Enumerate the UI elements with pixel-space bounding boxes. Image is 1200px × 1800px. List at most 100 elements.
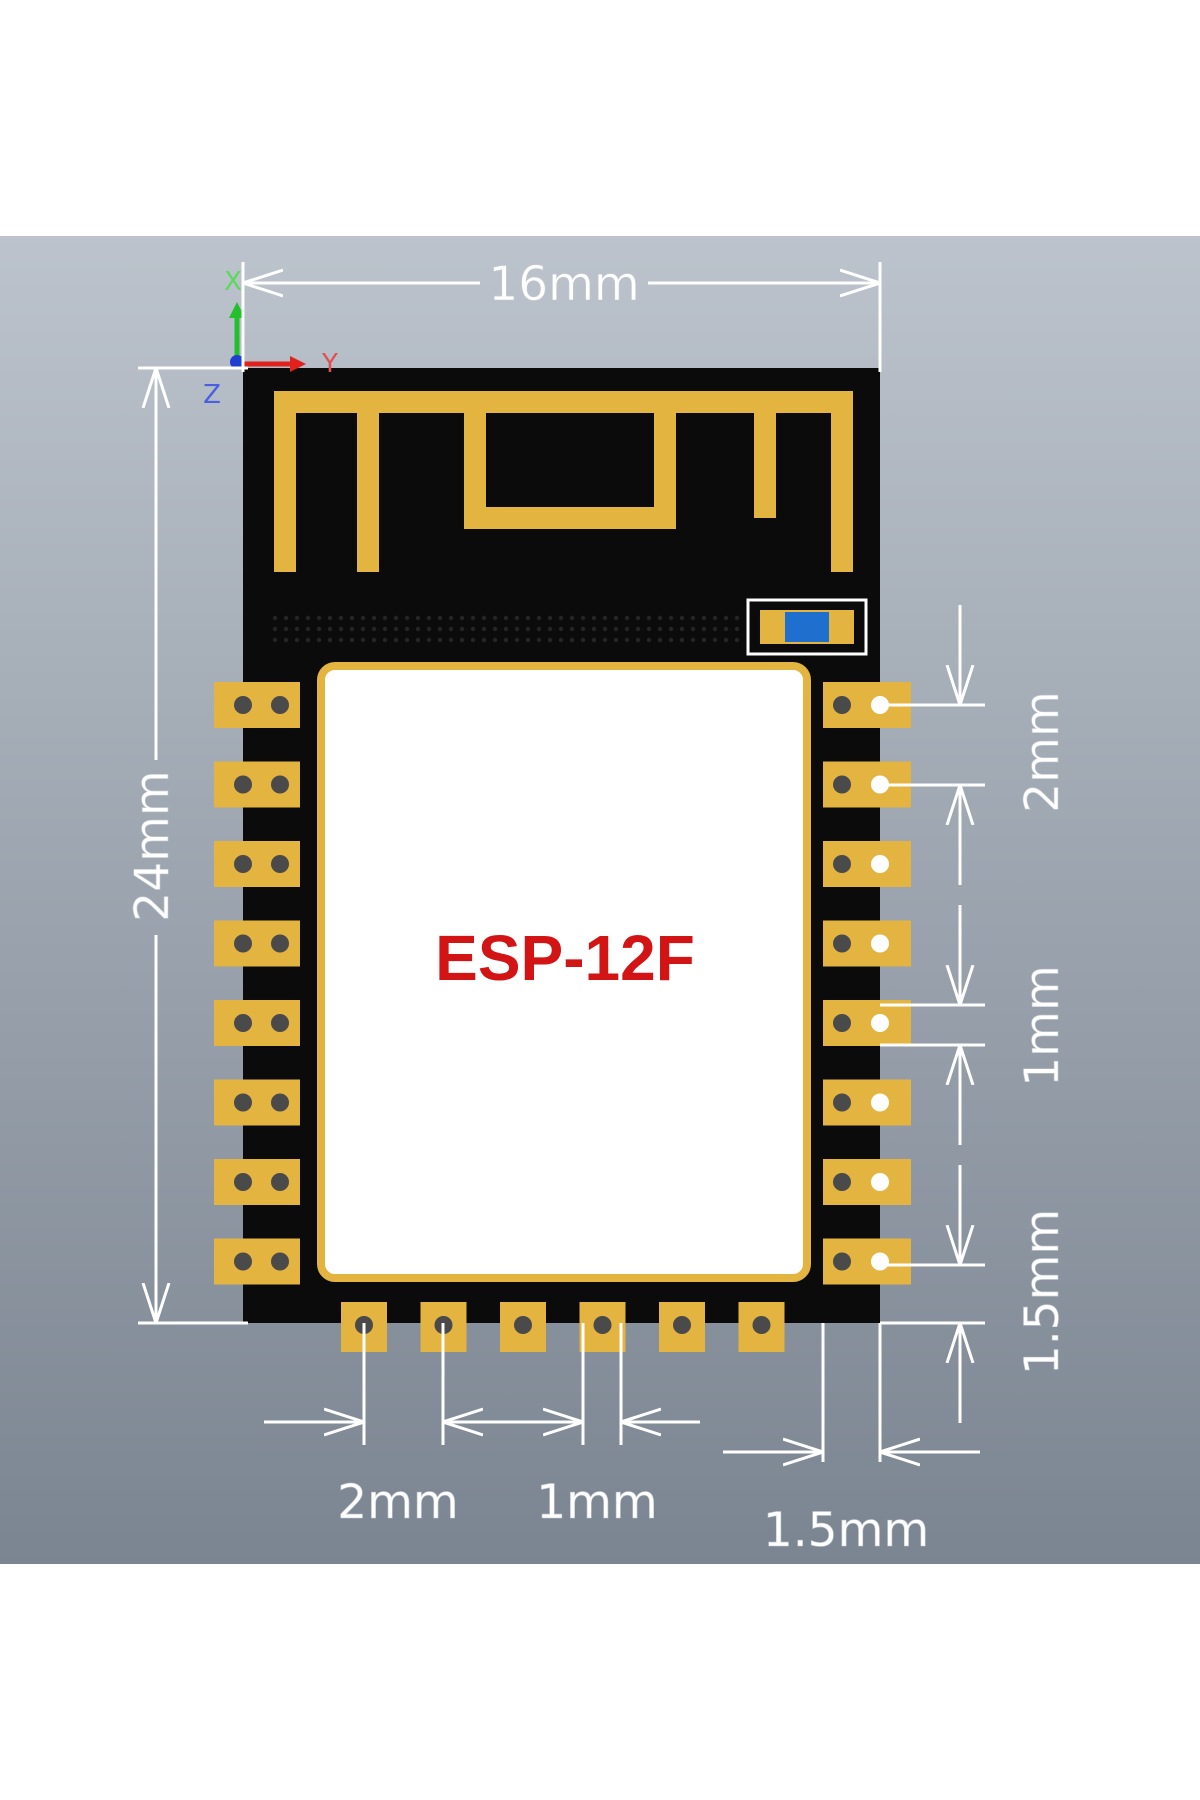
left-pin bbox=[214, 1238, 300, 1285]
via-dot bbox=[613, 615, 619, 621]
left-pin bbox=[214, 761, 300, 808]
via-dot bbox=[558, 615, 564, 621]
via-dot bbox=[679, 637, 685, 643]
via-dot bbox=[349, 615, 355, 621]
via-dot bbox=[602, 615, 608, 621]
via-dot bbox=[316, 637, 322, 643]
via-dot bbox=[536, 615, 542, 621]
via-dot bbox=[393, 637, 399, 643]
via-dot bbox=[283, 626, 289, 632]
via-dot bbox=[459, 615, 465, 621]
dim-bottom-pitch-label: 2mm bbox=[337, 1475, 458, 1530]
via-dot bbox=[481, 637, 487, 643]
via-dot bbox=[283, 615, 289, 621]
via-dot bbox=[426, 626, 432, 632]
via-dot bbox=[525, 626, 531, 632]
dim-bottom-edge-label: 1.5mm bbox=[763, 1503, 929, 1558]
right-pin bbox=[823, 1238, 911, 1285]
module-label: ESP-12F bbox=[435, 922, 695, 994]
via-dot bbox=[514, 615, 520, 621]
via-dot bbox=[338, 626, 344, 632]
via-dot bbox=[734, 615, 740, 621]
via-dot bbox=[547, 615, 553, 621]
dimension-lines bbox=[138, 262, 985, 1462]
via-dot bbox=[316, 626, 322, 632]
right-pins bbox=[823, 682, 911, 1285]
via-dot bbox=[503, 626, 509, 632]
right-pin bbox=[823, 1079, 911, 1126]
via-dot bbox=[602, 637, 608, 643]
via-dot bbox=[668, 615, 674, 621]
via-dot bbox=[294, 615, 300, 621]
via-dot bbox=[415, 637, 421, 643]
via-dot bbox=[316, 615, 322, 621]
via-dot bbox=[679, 615, 685, 621]
via-dot bbox=[690, 637, 696, 643]
via-dot bbox=[536, 626, 542, 632]
via-dot bbox=[591, 626, 597, 632]
bottom-pin bbox=[738, 1302, 785, 1352]
antenna-trace bbox=[274, 391, 853, 572]
via-dot bbox=[701, 615, 707, 621]
via-dot bbox=[624, 637, 630, 643]
via-dot bbox=[723, 615, 729, 621]
via-dot bbox=[470, 615, 476, 621]
via-dot bbox=[305, 615, 311, 621]
via-dot bbox=[327, 615, 333, 621]
left-pin bbox=[214, 920, 300, 967]
bottom-pin bbox=[659, 1302, 705, 1352]
dim-side-edge-label: 1.5mm bbox=[1015, 1209, 1070, 1375]
via-dot bbox=[393, 626, 399, 632]
via-dot bbox=[382, 615, 388, 621]
via-dot bbox=[624, 626, 630, 632]
via-dot bbox=[448, 615, 454, 621]
via-dot bbox=[701, 637, 707, 643]
right-pin bbox=[823, 1000, 911, 1046]
via-dot bbox=[635, 615, 641, 621]
via-dot bbox=[415, 615, 421, 621]
via-dot bbox=[349, 626, 355, 632]
via-dot bbox=[646, 637, 652, 643]
via-dot bbox=[602, 626, 608, 632]
via-dot bbox=[668, 637, 674, 643]
via-dot bbox=[734, 637, 740, 643]
via-dot bbox=[723, 637, 729, 643]
via-dot bbox=[492, 637, 498, 643]
axis-x-label: X bbox=[224, 267, 242, 297]
via-dot bbox=[624, 615, 630, 621]
via-dot bbox=[657, 615, 663, 621]
dim-bottom-gap-label: 1mm bbox=[536, 1475, 657, 1530]
dim-side-pitch-label: 2mm bbox=[1015, 691, 1070, 812]
via-dot bbox=[690, 626, 696, 632]
dim-side-gap-label: 1mm bbox=[1015, 965, 1070, 1086]
via-dot bbox=[580, 637, 586, 643]
via-dot bbox=[723, 626, 729, 632]
left-pins bbox=[214, 682, 300, 1285]
via-dot bbox=[404, 615, 410, 621]
bottom-pin bbox=[500, 1302, 546, 1352]
via-dot bbox=[382, 637, 388, 643]
axis-indicator: X Y Z bbox=[203, 267, 338, 410]
axis-z-label: Z bbox=[203, 380, 221, 410]
via-dot bbox=[283, 637, 289, 643]
via-dot bbox=[679, 626, 685, 632]
via-dot bbox=[437, 637, 443, 643]
via-dot bbox=[459, 637, 465, 643]
via-dot bbox=[646, 626, 652, 632]
via-dot bbox=[734, 626, 740, 632]
via-dot bbox=[481, 626, 487, 632]
via-dot bbox=[470, 626, 476, 632]
via-dot bbox=[503, 615, 509, 621]
via-dot bbox=[492, 615, 498, 621]
via-dot bbox=[613, 637, 619, 643]
via-dot bbox=[514, 626, 520, 632]
via-dot bbox=[580, 626, 586, 632]
via-dot bbox=[569, 637, 575, 643]
via-dot bbox=[580, 615, 586, 621]
axis-y-label: Y bbox=[321, 349, 338, 379]
via-dot bbox=[635, 637, 641, 643]
bottom-pin bbox=[579, 1302, 626, 1352]
via-dot bbox=[470, 637, 476, 643]
via-dot bbox=[657, 637, 663, 643]
